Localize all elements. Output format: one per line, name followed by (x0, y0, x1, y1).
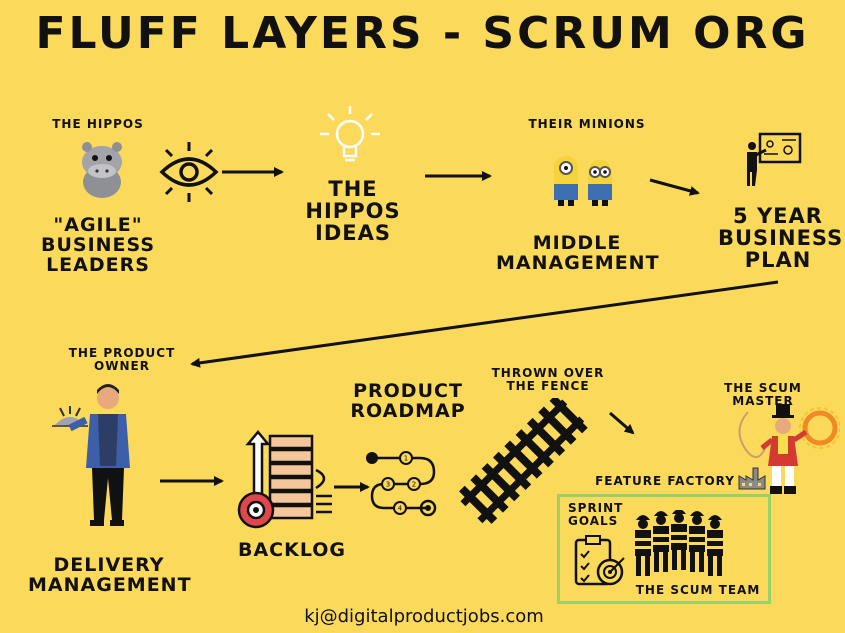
agile-leaders-label: "AGILE" BUSINESS LEADERS (38, 214, 158, 276)
agile-leaders-line-1: "AGILE" (53, 214, 143, 236)
business-plan-label: 5 YEAR BUSINESS PLAN (718, 204, 844, 273)
roadmap-step-2: 2 (412, 481, 416, 489)
thrown-over-caption: THROWN OVER THE FENCE (486, 367, 610, 392)
middle-management-line-1: MIDDLE (532, 232, 622, 254)
product-roadmap-line-2: ROADMAP (350, 399, 466, 422)
business-plan-line-3: PLAN (744, 248, 812, 273)
scrum-master-caption: THE SCUM MASTER (724, 381, 802, 408)
thrown-over-line-2: THE FENCE (506, 378, 590, 393)
roadmap-step-3: 3 (386, 481, 390, 489)
product-owner-caption: THE PRODUCT OWNER (60, 347, 184, 372)
backlog-stack-icon (237, 430, 332, 529)
footer-email[interactable]: kj@digitalproductjobs.com (304, 606, 544, 627)
agile-leaders-line-2: BUSINESS (40, 233, 156, 256)
factory-icon (738, 467, 766, 490)
roadmap-step-4: 4 (398, 505, 403, 513)
roadmap-icon: 1 2 3 4 (366, 451, 437, 517)
middle-management-label: MIDDLE MANAGEMENT (496, 232, 660, 274)
hippo-icon (82, 142, 122, 198)
delivery-management-line-2: MANAGEMENT (28, 573, 192, 596)
sprint-goals-line-2: GOALS (568, 513, 619, 528)
ringmaster-icon (738, 404, 840, 494)
hippos-ideas-line-2: IDEAS (315, 221, 391, 246)
delivery-management-line-1: DELIVERY (53, 554, 165, 576)
lightbulb-icon (320, 106, 380, 162)
checklist-icon (574, 535, 625, 586)
agile-leaders-line-3: LEADERS (46, 253, 150, 276)
product-owner-line-2: OWNER (94, 358, 150, 373)
arrow-minions-to-plan (649, 178, 700, 196)
sprint-goals-caption: SPRINT GOALS (568, 501, 624, 528)
product-owner-line-1: THE PRODUCT (68, 346, 176, 360)
arrow-fence-to-team (609, 411, 635, 435)
hippos-caption: THE HIPPOS (52, 117, 144, 131)
arrow-plan-to-owner (190, 280, 779, 368)
page-title: FLUFF LAYERS - SCRUM ORG (35, 8, 810, 59)
scrum-team-box (557, 494, 771, 604)
roadmap-step-1: 1 (404, 455, 408, 463)
feature-factory-caption: FEATURE FACTORY (595, 474, 735, 488)
thrown-over-line-1: THROWN OVER (491, 366, 605, 380)
hippos-ideas-label: THE HIPPOS IDEAS (280, 178, 426, 244)
minions-icon (554, 156, 612, 206)
middle-management-line-2: MANAGEMENT (496, 251, 660, 274)
sprint-goals-line-1: SPRINT (568, 501, 624, 515)
waiter-icon (52, 384, 130, 526)
business-plan-line-1: 5 YEAR (733, 204, 823, 228)
delivery-management-label: DELIVERY MANAGEMENT (28, 554, 192, 596)
product-roadmap-line-1: PRODUCT (353, 380, 463, 402)
product-roadmap-label: PRODUCT ROADMAP (346, 380, 470, 422)
scrum-team-label: THE SCUM TEAM (635, 583, 761, 597)
hippos-ideas-line-1: THE HIPPOS (305, 177, 401, 224)
business-plan-line-2: BUSINESS (718, 226, 844, 251)
backlog-label: BACKLOG (238, 539, 347, 561)
eye-icon (159, 142, 219, 202)
fence-icon (459, 398, 588, 524)
minions-caption: THEIR MINIONS (528, 117, 646, 131)
workers-icon (635, 510, 723, 576)
presenter-icon (747, 132, 802, 186)
